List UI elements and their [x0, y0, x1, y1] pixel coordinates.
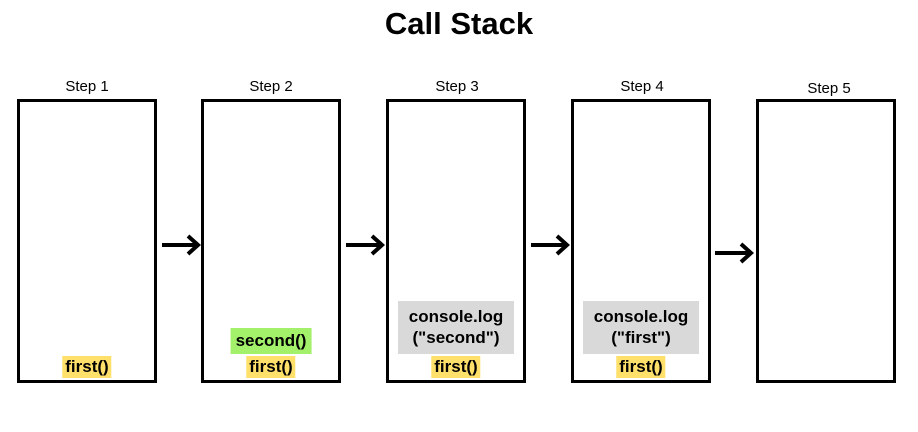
step-5-stack: [756, 99, 896, 383]
first-frame: first(): [246, 355, 296, 378]
first-frame: first(): [62, 355, 112, 378]
console-log-line-1: console.log: [408, 307, 504, 327]
arrow-right-icon: [346, 234, 385, 256]
step-1-stack: first(): [17, 99, 157, 383]
step-2-stack: second() first(): [201, 99, 341, 383]
second-frame: second(): [230, 327, 312, 354]
console-log-line-2: ("second"): [412, 327, 500, 347]
arrow-right-icon: [531, 234, 570, 256]
arrow-right-icon: [162, 234, 201, 256]
console-log-frame: console.log ("first"): [583, 301, 699, 354]
arrow-right-icon: [715, 242, 754, 264]
step-1-label: Step 1: [65, 78, 109, 95]
step-5-label: Step 5: [807, 80, 851, 97]
step-4-stack: console.log ("first") first(): [571, 99, 711, 383]
diagram-title: Call Stack: [384, 6, 534, 41]
console-log-line-2: ("first"): [611, 327, 671, 347]
step-4-label: Step 4: [620, 78, 664, 95]
step-3-stack: console.log ("second") first(): [386, 99, 526, 383]
first-frame: first(): [616, 355, 666, 378]
console-log-frame: console.log ("second"): [398, 301, 514, 354]
console-log-line-1: console.log: [593, 307, 689, 327]
step-3-label: Step 3: [435, 78, 479, 95]
step-2-label: Step 2: [249, 78, 293, 95]
first-frame: first(): [431, 355, 481, 378]
